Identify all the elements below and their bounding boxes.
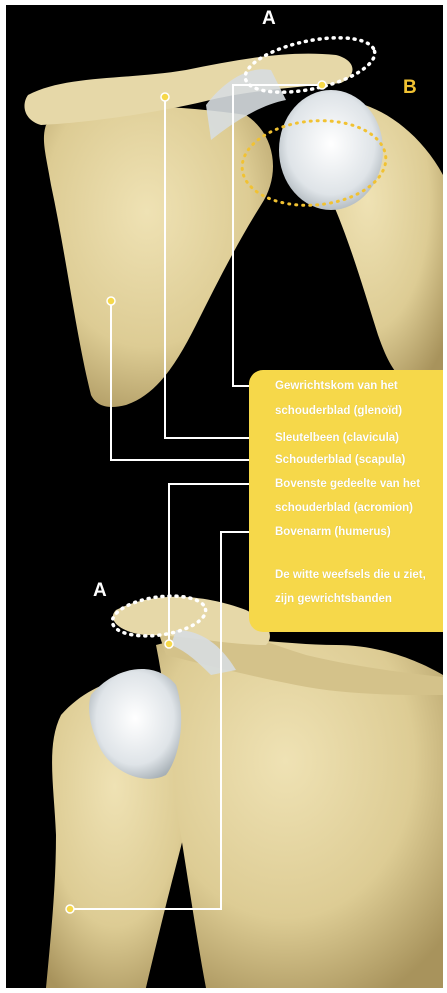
dot-acromion: [165, 640, 173, 648]
humeral-head-top: [279, 90, 383, 210]
legend-box: Gewrichtskom van het schouderblad (gleno…: [249, 370, 443, 632]
legend-glenoid-line2: schouderblad (glenoïd): [275, 401, 402, 421]
dot-glenoid: [318, 81, 326, 89]
marker-a-bottom: A: [93, 580, 107, 602]
legend-glenoid-line1: Gewrichtskom van het: [275, 376, 398, 396]
legend-scapula: Schouderblad (scapula): [275, 450, 405, 470]
legend-note-line2: zijn gewrichtsbanden: [275, 589, 392, 609]
shoulder-illustration: A B A Gewrichtskom van het schouderblad …: [6, 5, 443, 988]
marker-b: B: [403, 77, 417, 99]
dot-scapula: [107, 297, 115, 305]
legend-acromion-line2: schouderblad (acromion): [275, 498, 413, 518]
legend-note-line1: De witte weefsels die u ziet,: [275, 565, 426, 585]
scapula-top: [44, 107, 273, 407]
legend-humerus: Bovenarm (humerus): [275, 522, 391, 542]
dot-clavicle: [161, 93, 169, 101]
marker-a-top: A: [262, 8, 276, 30]
legend-acromion-line1: Bovenste gedeelte van het: [275, 474, 420, 494]
dot-humerus: [66, 905, 74, 913]
legend-clavicle: Sleutelbeen (clavicula): [275, 428, 399, 448]
